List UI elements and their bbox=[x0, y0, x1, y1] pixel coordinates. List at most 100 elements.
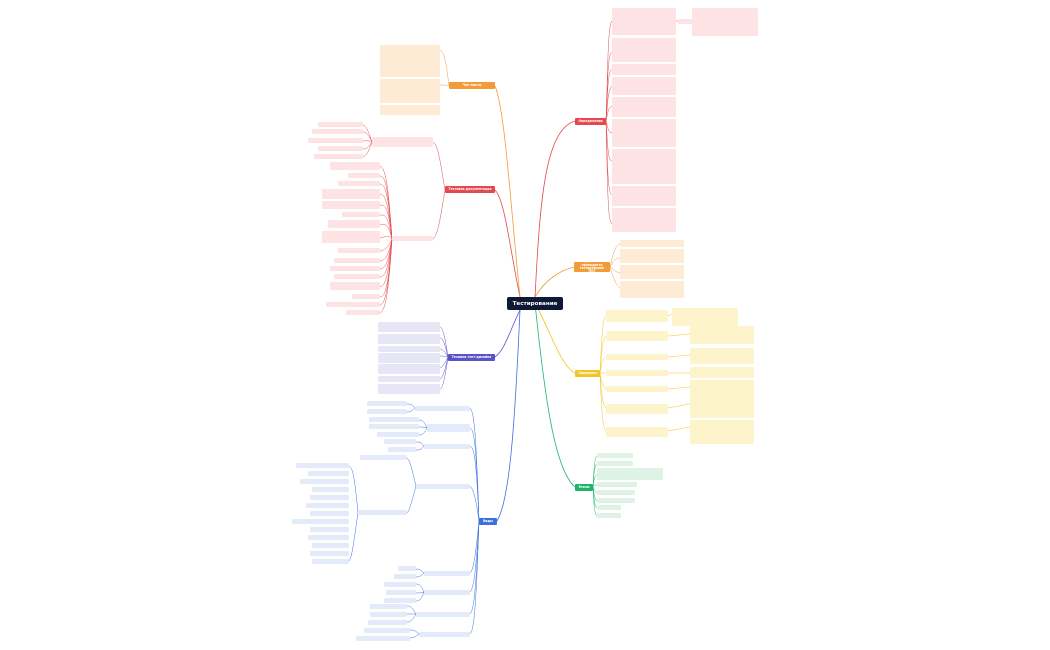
docs-item bbox=[330, 162, 380, 170]
types-leaf bbox=[308, 535, 349, 540]
types-leaf bbox=[292, 519, 349, 524]
types-leaf bbox=[377, 432, 419, 437]
types-leaf bbox=[367, 409, 407, 414]
types-leaf bbox=[310, 511, 349, 516]
definition-note bbox=[612, 97, 676, 117]
docs-item bbox=[326, 302, 380, 307]
stage-item bbox=[597, 513, 621, 518]
principle-note bbox=[690, 367, 754, 378]
types-leaf bbox=[312, 559, 349, 564]
branch-principles[interactable]: Принципы bbox=[575, 370, 600, 377]
branch-design[interactable]: Техники тест-дизайна bbox=[448, 354, 495, 361]
branch-definitions[interactable]: Определения bbox=[575, 118, 606, 125]
types-leaf bbox=[360, 455, 407, 460]
branch-stages[interactable]: Этапы bbox=[575, 484, 593, 491]
checklist-note bbox=[380, 79, 440, 103]
types-group bbox=[424, 590, 470, 595]
design-technique bbox=[378, 384, 440, 394]
stage-item bbox=[597, 468, 663, 480]
types-leaf bbox=[384, 439, 416, 444]
types-leaf bbox=[368, 620, 407, 625]
design-technique bbox=[378, 364, 440, 374]
principle-note bbox=[672, 308, 738, 326]
types-group bbox=[419, 632, 470, 637]
principle-note bbox=[606, 331, 668, 341]
docs-item bbox=[330, 266, 380, 271]
docs-item bbox=[322, 231, 380, 243]
types-leaf bbox=[310, 527, 349, 532]
principle-note bbox=[690, 420, 754, 444]
docs-item bbox=[322, 189, 380, 199]
principle-note bbox=[690, 348, 754, 364]
docs-item bbox=[392, 236, 433, 241]
types-leaf bbox=[384, 598, 416, 603]
definition-note bbox=[612, 77, 676, 95]
principle-note bbox=[606, 404, 668, 414]
principle-note bbox=[606, 370, 668, 376]
types-leaf bbox=[358, 510, 407, 515]
types-leaf bbox=[398, 566, 416, 571]
types-leaf bbox=[306, 503, 349, 508]
types-leaf bbox=[386, 590, 416, 595]
stage-item bbox=[597, 453, 633, 458]
types-leaf bbox=[356, 636, 410, 641]
types-leaf bbox=[370, 612, 407, 617]
docs-item bbox=[314, 154, 363, 159]
docs-item bbox=[372, 137, 433, 147]
definition-note bbox=[612, 208, 676, 232]
types-leaf bbox=[308, 471, 349, 476]
branch-docs[interactable]: Тестовая документация bbox=[445, 186, 495, 193]
checklist-note bbox=[380, 45, 440, 77]
stage-item bbox=[597, 490, 635, 495]
definition-note bbox=[678, 19, 692, 24]
docs-item bbox=[348, 173, 380, 178]
docs-item bbox=[338, 181, 380, 186]
principle-note bbox=[606, 386, 668, 392]
types-leaf bbox=[367, 401, 407, 406]
stage-item bbox=[597, 461, 633, 466]
why-test-note bbox=[620, 240, 684, 247]
principle-note bbox=[606, 427, 668, 437]
branch-types[interactable]: Виды bbox=[479, 518, 497, 525]
docs-item bbox=[318, 122, 363, 127]
stage-item bbox=[597, 505, 621, 510]
principle-note bbox=[606, 310, 668, 322]
types-leaf bbox=[384, 582, 416, 587]
docs-item bbox=[346, 310, 380, 315]
checklist-note bbox=[380, 105, 440, 115]
types-leaf bbox=[388, 447, 416, 452]
design-technique bbox=[378, 334, 440, 344]
types-leaf bbox=[369, 417, 419, 422]
types-leaf bbox=[394, 574, 416, 579]
branch-checklists[interactable]: Чек-листы bbox=[449, 82, 495, 89]
docs-item bbox=[322, 201, 380, 209]
why-test-note bbox=[620, 265, 684, 279]
types-leaf bbox=[312, 487, 349, 492]
definition-note bbox=[612, 119, 676, 147]
definition-note bbox=[612, 64, 676, 75]
types-group bbox=[427, 424, 470, 432]
definition-note bbox=[612, 38, 676, 62]
docs-item bbox=[334, 258, 380, 263]
principle-note bbox=[690, 326, 754, 344]
principle-note bbox=[690, 396, 754, 418]
types-leaf bbox=[312, 543, 349, 548]
design-technique bbox=[378, 376, 440, 382]
docs-item bbox=[312, 129, 363, 134]
types-leaf bbox=[310, 551, 349, 556]
types-group bbox=[424, 444, 470, 449]
docs-item bbox=[318, 146, 363, 151]
types-leaf bbox=[310, 495, 349, 500]
design-technique bbox=[378, 322, 440, 332]
types-group bbox=[416, 484, 470, 489]
types-leaf bbox=[364, 628, 410, 633]
why-test-note bbox=[620, 281, 684, 298]
root-node[interactable]: Тестирование bbox=[507, 297, 563, 310]
types-leaf bbox=[369, 424, 419, 429]
branch-why-test[interactable]: Для чего проводится тестирование ПО? bbox=[574, 259, 610, 273]
docs-item bbox=[334, 274, 380, 279]
docs-item bbox=[308, 138, 363, 143]
docs-item bbox=[342, 212, 380, 217]
types-leaf bbox=[370, 604, 407, 609]
